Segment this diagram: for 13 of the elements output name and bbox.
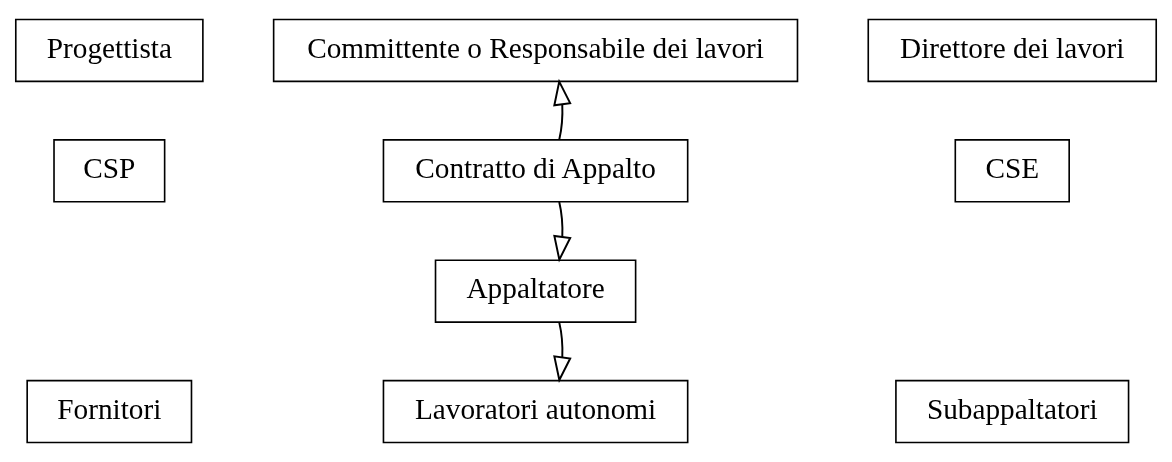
- node-box: Fornitori: [26, 379, 193, 444]
- node-box: CSE: [954, 139, 1070, 203]
- node-box: Progettista: [14, 18, 204, 83]
- node-box: Direttore dei lavori: [867, 18, 1158, 83]
- arrow: [553, 321, 572, 383]
- arrow: [553, 78, 572, 141]
- node-box: Subappaltatori: [895, 379, 1130, 444]
- node-box: Lavoratori autonomi: [382, 379, 689, 444]
- arrow: [553, 201, 572, 263]
- node-box: Contratto di Appalto: [382, 139, 689, 203]
- node-box: Appaltatore: [434, 259, 637, 323]
- node-box: Committente o Responsabile dei lavori: [272, 18, 799, 83]
- node-box: CSP: [53, 139, 166, 203]
